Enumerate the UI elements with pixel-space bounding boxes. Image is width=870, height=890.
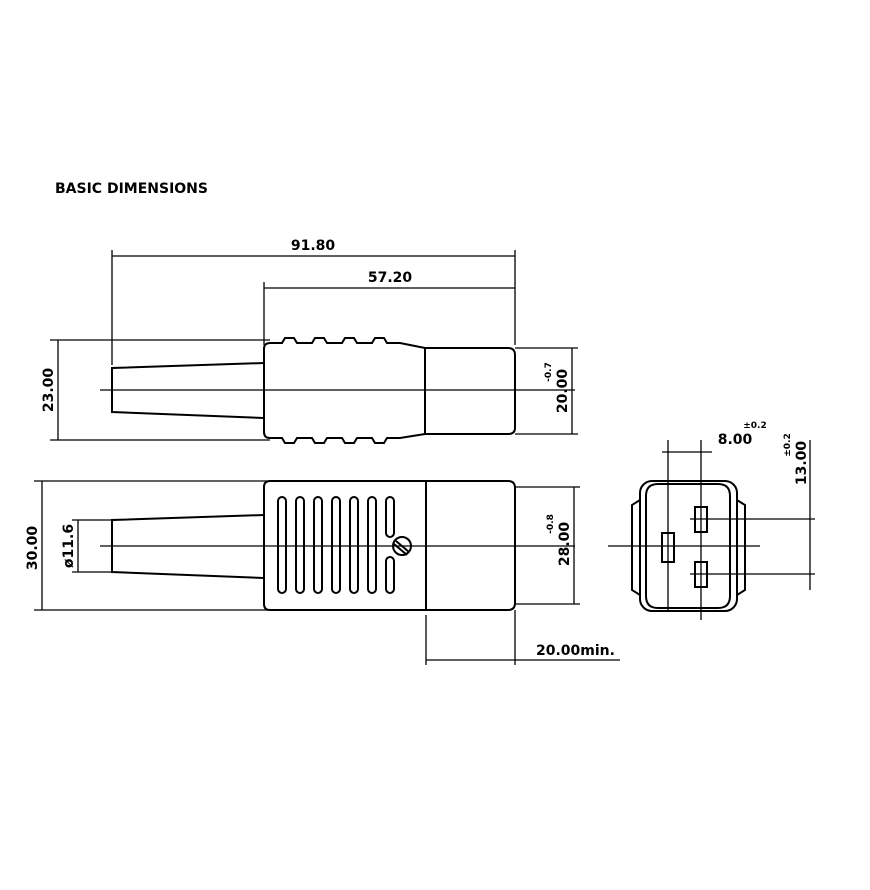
top-view: 30.00 ø11.6 28.00 -0.8 20.00min. (25, 480, 620, 665)
side-view: 91.80 57.20 23.00 20.00 -0.7 (41, 238, 578, 444)
tol-end-width: ±0.2 (743, 421, 766, 431)
tol-side-height-right: -0.7 (544, 362, 554, 382)
dim-end-height: 13.00 (794, 441, 810, 486)
dim-side-height: 23.00 (41, 368, 57, 413)
dim-min-clearance: 20.00min. (536, 643, 615, 659)
dim-side-height-right: 20.00 (555, 369, 571, 414)
grip-slots (277, 496, 395, 594)
dim-cable-diameter: ø11.6 (61, 524, 77, 568)
end-cavity (645, 483, 731, 609)
dim-overall-length: 91.80 (291, 238, 336, 254)
tol-end-height: ±0.2 (783, 433, 793, 456)
top-body (263, 480, 516, 611)
dim-end-width: 8.00 (718, 432, 753, 448)
dim-top-height: 30.00 (25, 526, 41, 571)
dim-body-length: 57.20 (368, 270, 413, 286)
tol-top-height-right: -0.8 (546, 514, 556, 534)
dim-top-height-right: 28.00 (557, 522, 573, 567)
side-body (263, 337, 516, 444)
end-view: 8.00 ±0.2 13.00 ±0.2 (608, 421, 815, 620)
drawing-title: BASIC DIMENSIONS (55, 181, 208, 197)
